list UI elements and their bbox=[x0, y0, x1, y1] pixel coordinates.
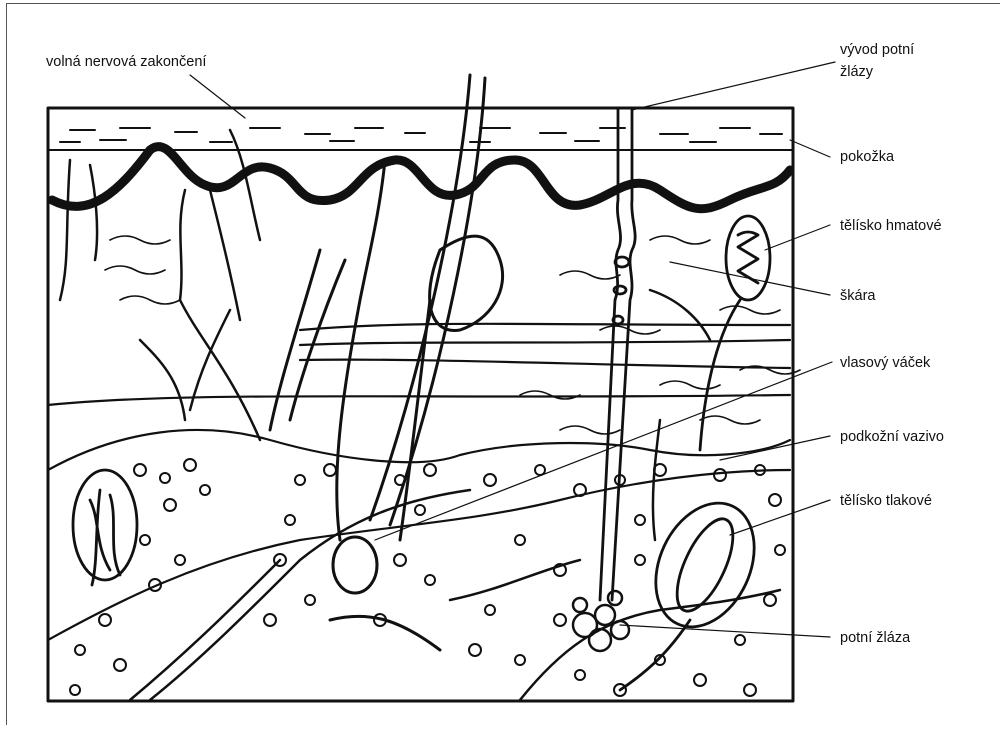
leader-epidermis bbox=[790, 140, 830, 157]
leader-sweat-gland bbox=[620, 625, 830, 637]
label-tactile-corpuscle: tělísko hmatové bbox=[840, 216, 942, 236]
label-sweat-gland: potní žláza bbox=[840, 628, 910, 648]
label-sweat-duct-line2: žlázy bbox=[840, 62, 873, 82]
label-pressure-corpuscle: tělísko tlakové bbox=[840, 491, 932, 511]
label-epidermis: pokožka bbox=[840, 147, 894, 167]
leader-lines bbox=[190, 62, 835, 637]
left-corpuscle-drawing bbox=[73, 470, 137, 585]
leader-subcutis bbox=[720, 436, 830, 460]
dermal-papillae-boundary bbox=[52, 147, 790, 209]
illustration-border bbox=[48, 108, 793, 701]
leader-nerve-endings bbox=[190, 75, 245, 118]
leader-sweat-duct bbox=[632, 62, 835, 110]
label-subcutis: podkožní vazivo bbox=[840, 427, 944, 447]
leader-dermis bbox=[670, 262, 830, 295]
label-sweat-duct-line1: vývod potní bbox=[840, 40, 914, 60]
free-nerve-endings bbox=[60, 130, 260, 440]
label-free-nerve-endings: volná nervová zakončení bbox=[46, 52, 206, 72]
label-hair-follicle: vlasový váček bbox=[840, 353, 930, 373]
tactile-corpuscle-drawing bbox=[700, 216, 770, 450]
dermis-fibres bbox=[105, 236, 800, 434]
hair-follicle-drawing bbox=[270, 75, 503, 650]
label-dermis: škára bbox=[840, 286, 875, 306]
leader-tactile bbox=[765, 225, 830, 250]
pressure-corpuscle-drawing bbox=[620, 487, 773, 690]
nerve-vessel-lines bbox=[130, 290, 780, 700]
